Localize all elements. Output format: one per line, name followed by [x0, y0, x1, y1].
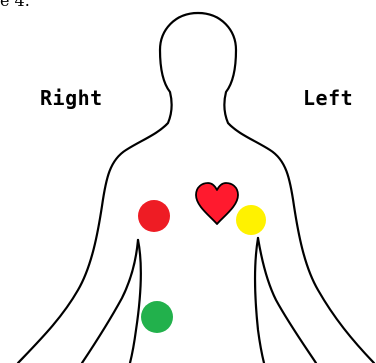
label-left: Left — [303, 86, 353, 110]
arm-inner-line-left — [258, 238, 316, 363]
yellow-marker — [236, 205, 266, 235]
body-outline — [18, 13, 374, 363]
label-right: Right — [40, 86, 103, 110]
green-marker — [141, 301, 173, 333]
heart-icon — [196, 183, 238, 224]
red-marker — [138, 200, 170, 232]
